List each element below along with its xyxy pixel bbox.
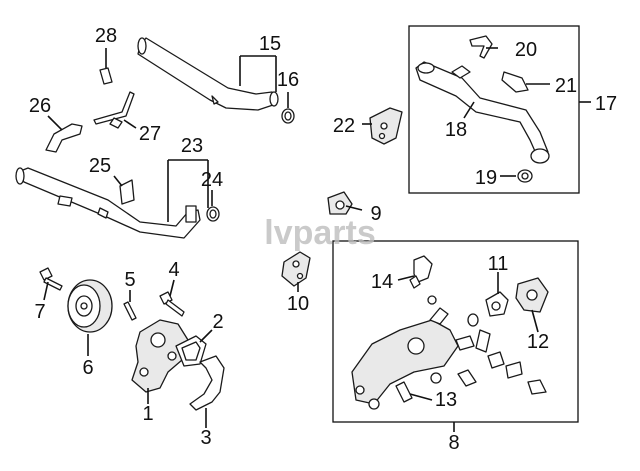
callout-17: 17 [595, 93, 617, 115]
part-27-bleed-pipe[interactable] [93, 91, 135, 129]
callout-25: 25 [89, 155, 111, 177]
callout-2: 2 [212, 311, 223, 333]
part-6-pulley[interactable] [67, 279, 113, 333]
part-2-gasket[interactable] [175, 335, 207, 367]
part-8-o-ring[interactable] [467, 313, 479, 327]
callout-26: 26 [29, 95, 51, 117]
callout-22: 22 [333, 115, 355, 137]
callout-28: 28 [95, 25, 117, 47]
part-12-gasket[interactable] [515, 277, 549, 313]
part-17-group-box [408, 25, 580, 194]
part-1-water-pump[interactable] [131, 319, 189, 393]
part-5-stud[interactable] [123, 301, 137, 321]
callout-5: 5 [124, 269, 135, 291]
callout-14: 14 [371, 271, 393, 293]
callout-27: 27 [139, 123, 161, 145]
callout-23: 23 [181, 135, 203, 157]
part-25-bracket[interactable] [119, 179, 135, 205]
part-19-o-ring[interactable] [517, 169, 533, 183]
part-8-pipe-fitting[interactable] [368, 329, 547, 410]
part-8-group-box [332, 240, 579, 423]
callout-6: 6 [82, 357, 93, 379]
callout-4: 4 [168, 259, 179, 281]
callout-15: 15 [259, 33, 281, 55]
callout-16: 16 [277, 69, 299, 91]
watermark-logo: lvparts [264, 214, 376, 252]
callout-1: 1 [142, 403, 153, 425]
callout-10: 10 [287, 293, 309, 315]
part-15-coolant-pipe[interactable] [137, 37, 279, 111]
part-21-sensor[interactable] [501, 71, 529, 93]
part-24-o-ring[interactable] [206, 206, 220, 222]
callout-labels: 28 15 16 26 27 23 24 25 20 21 17 18 19 2… [29, 25, 617, 454]
part-28-hose[interactable] [99, 67, 113, 85]
callout-12: 12 [527, 331, 549, 353]
part-18-water-outlet-pipe[interactable] [415, 61, 550, 164]
callout-9: 9 [370, 203, 381, 225]
part-23-bypass-pipe[interactable] [15, 167, 201, 239]
callout-19: 19 [475, 167, 497, 189]
callout-13: 13 [435, 389, 457, 411]
part-10-gasket[interactable] [281, 251, 311, 287]
part-7-bolt[interactable] [39, 267, 63, 291]
callout-21: 21 [555, 75, 577, 97]
callout-7: 7 [34, 301, 45, 323]
part-13-sensor[interactable] [395, 381, 413, 403]
part-3-bracket[interactable] [189, 355, 225, 411]
part-14-fitting[interactable] [409, 255, 437, 305]
callout-18: 18 [445, 119, 467, 141]
callout-8: 8 [448, 432, 459, 454]
callout-11: 11 [488, 253, 509, 275]
callout-3: 3 [200, 427, 211, 449]
part-22-bracket[interactable] [369, 107, 403, 145]
part-9-gasket[interactable] [327, 191, 353, 215]
part-20-bracket[interactable] [469, 35, 493, 59]
part-26-hose[interactable] [45, 123, 83, 153]
part-16-o-ring[interactable] [281, 108, 295, 124]
callout-24: 24 [201, 169, 223, 191]
callout-20: 20 [515, 39, 537, 61]
part-11-thermostat[interactable] [485, 291, 509, 317]
part-4-bolt[interactable] [159, 291, 185, 317]
leader-lines [43, 47, 591, 432]
